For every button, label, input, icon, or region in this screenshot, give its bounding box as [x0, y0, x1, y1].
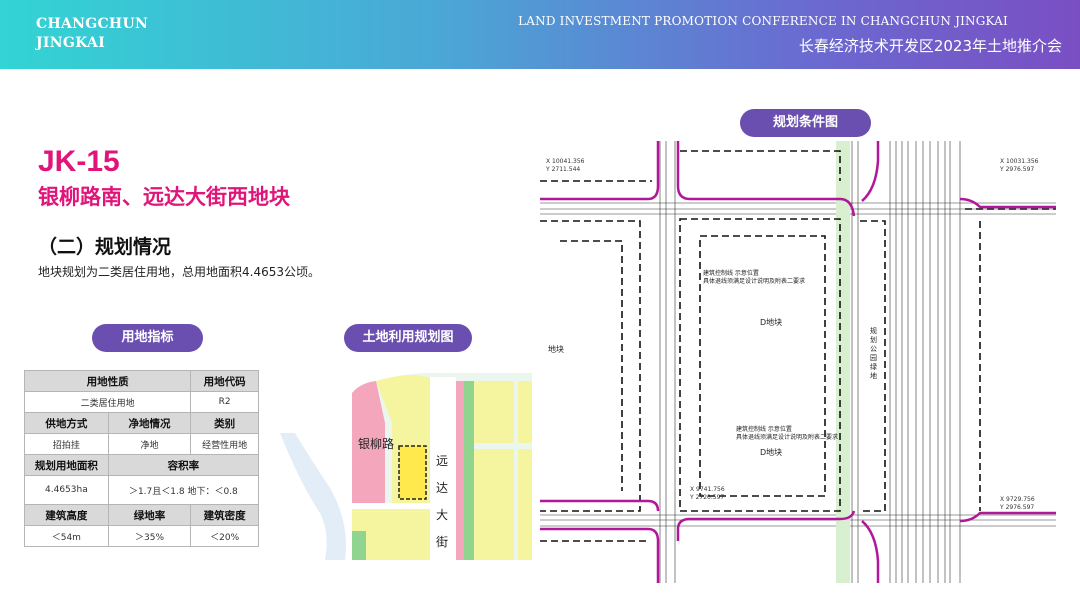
table-row: 规划用地面积 容积率 — [24, 454, 260, 476]
table-row: 供地方式 净地情况 类别 — [24, 412, 259, 434]
coord-label: X 10031.356 — [1000, 158, 1039, 165]
table-cell: 用地代码 — [190, 370, 259, 392]
table-cell: ＜54m — [24, 525, 109, 547]
table-row: 招拍挂 净地 经营性用地 — [24, 433, 259, 455]
planning-conditions-map: X 10041.356 Y 2711.544 X 10031.356 Y 297… — [540, 141, 1056, 583]
section-title: （二）规划情况 — [38, 236, 172, 258]
table-cell: 建筑密度 — [190, 504, 259, 526]
coord-label: Y 2720.597 — [689, 494, 724, 501]
coord-label: Y 2976.597 — [999, 504, 1034, 511]
table-cell: 建筑高度 — [24, 504, 109, 526]
conference-title-cn: 长春经济技术开发区2023年土地推介会 — [798, 37, 1062, 55]
planning-map-pill: 规划条件图 — [740, 109, 871, 137]
road-char: 远 — [436, 454, 449, 468]
road-label-yuanda: 远 达 大 街 — [436, 448, 450, 556]
road-char: 街 — [436, 535, 449, 549]
table-cell: 经营性用地 — [190, 433, 259, 455]
landuse-map-graphic — [280, 363, 532, 560]
table-cell: 招拍挂 — [24, 433, 109, 455]
table-row: 二类居住用地 R2 — [23, 391, 259, 413]
landuse-map-pill: 土地利用规划图 — [344, 324, 472, 352]
planning-map-graphic: X 10041.356 Y 2711.544 X 10031.356 Y 297… — [540, 141, 1056, 583]
table-row: 建筑高度 绿地率 建筑密度 — [24, 504, 259, 526]
coord-label: X 10041.356 — [546, 158, 585, 165]
header-banner: CHANGCHUN JINGKAI LAND INVESTMENT PROMOT… — [0, 0, 1080, 69]
coord-label: Y 2711.544 — [545, 166, 580, 173]
table-cell: 绿地率 — [107, 504, 192, 526]
parcel-code: JK-15 — [38, 145, 120, 178]
road-char: 达 — [436, 481, 449, 495]
road-char: 大 — [436, 508, 449, 522]
land-indicators-table: 用地性质 用地代码 二类居住用地 R2 供地方式 净地情况 类别 招拍挂 净地 … — [23, 370, 260, 547]
parcel-description: 地块规划为二类居住用地，总用地面积4.4653公顷。 — [38, 265, 320, 279]
parcel-name: 银柳路南、远达大街西地块 — [38, 185, 290, 209]
table-cell: 规划用地面积 — [24, 454, 109, 476]
table-cell: 二类居住用地 — [23, 391, 192, 413]
parcel-d-label-lower: D地块 — [760, 448, 783, 457]
table-row: 4.4653ha ＞1.7且＜1.8 地下：＜0.8 — [24, 475, 260, 505]
brand-logo-text: CHANGCHUN JINGKAI — [36, 15, 148, 53]
table-cell: ＞35% — [107, 525, 192, 547]
target-parcel — [398, 445, 427, 500]
conference-title-en: LAND INVESTMENT PROMOTION CONFERENCE IN … — [518, 14, 1008, 28]
road-label-yinliu: 银柳路 — [358, 437, 395, 451]
control-line-note: 具体退线须满足设计说明及附表二要求 — [736, 434, 839, 441]
brand-line-2: JINGKAI — [36, 35, 106, 51]
table-cell: R2 — [190, 391, 259, 413]
coord-label: X 9741.756 — [690, 486, 725, 493]
brand-line-1: CHANGCHUN — [36, 16, 149, 32]
control-line-note: 具体退线须满足设计说明及附表二要求 — [703, 278, 806, 285]
table-cell: 供地方式 — [24, 412, 109, 434]
table-row: 用地性质 用地代码 — [23, 370, 259, 392]
table-cell: ＜20% — [190, 525, 259, 547]
park-green-label: 规划公园绿地 — [870, 327, 877, 380]
landuse-map: 银柳路 远 达 大 街 — [280, 363, 532, 560]
table-cell: 4.4653ha — [24, 475, 109, 505]
coord-label: Y 2976.597 — [999, 166, 1034, 173]
table-cell: ＞1.7且＜1.8 地下：＜0.8 — [107, 475, 260, 505]
table-cell: 净地 — [107, 433, 192, 455]
left-parcel-label: 地块 — [548, 345, 564, 354]
table-cell: 类别 — [190, 412, 259, 434]
coord-label: X 9729.756 — [1000, 496, 1035, 503]
indicators-pill: 用地指标 — [92, 324, 203, 352]
table-cell: 净地情况 — [107, 412, 192, 434]
table-cell: 用地性质 — [23, 370, 192, 392]
table-row: ＜54m ＞35% ＜20% — [24, 525, 259, 547]
control-line-note: 建筑控制线 示意位置 — [736, 426, 792, 433]
control-line-note: 建筑控制线 示意位置 — [703, 270, 759, 277]
parcel-d-label-upper: D地块 — [760, 318, 783, 327]
table-cell: 容积率 — [107, 454, 260, 476]
